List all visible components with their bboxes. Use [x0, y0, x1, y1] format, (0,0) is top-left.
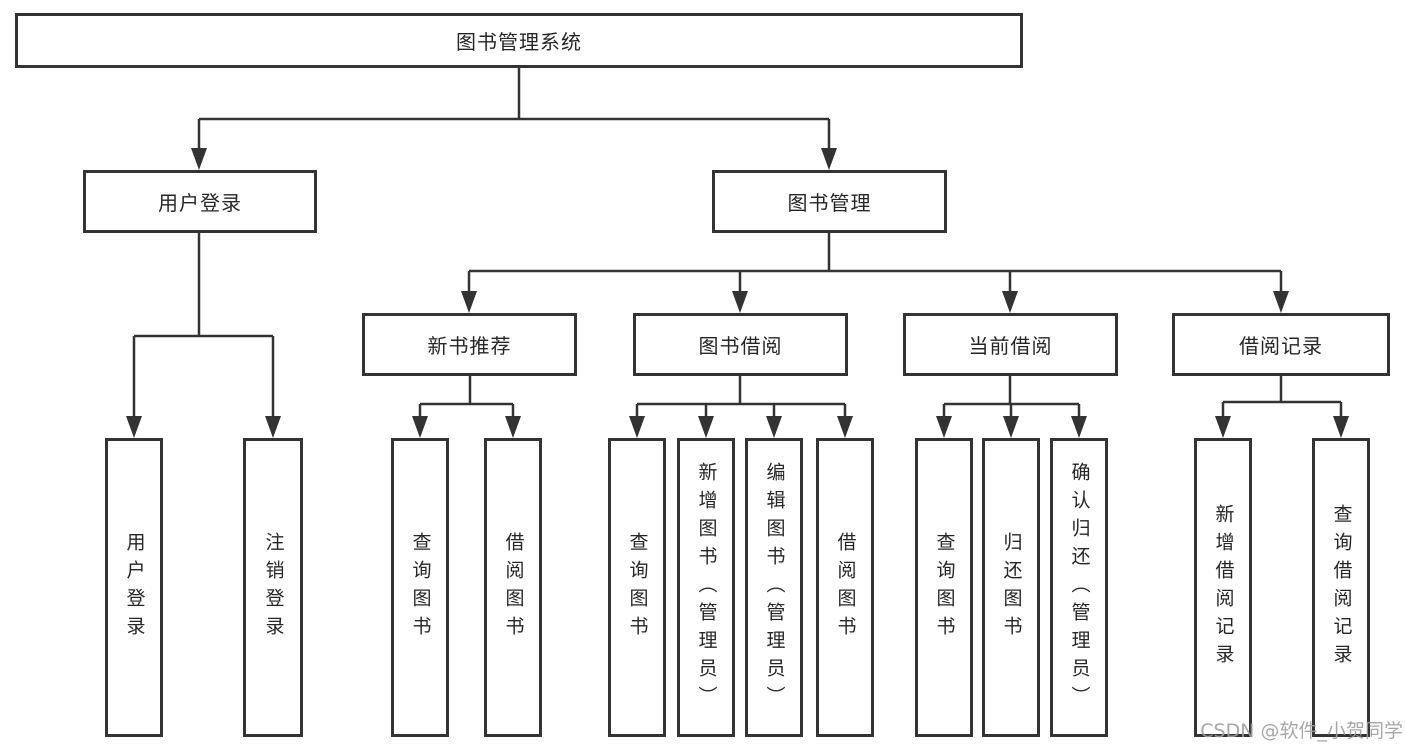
arrowhead-icon [191, 148, 207, 170]
node-book-management: 图书管理 [712, 170, 947, 233]
connector-book-management [467, 233, 1283, 293]
leaf-borrow-books: 借阅图书 [484, 438, 542, 737]
leaf-return-books: 归还图书 [982, 438, 1040, 737]
connector-borrowing-records [1221, 376, 1343, 418]
arrowhead-icon [837, 416, 853, 438]
node-current-borrowing: 当前借阅 [903, 313, 1118, 376]
node-new-book-recommendation: 新书推荐 [362, 313, 577, 376]
arrowhead-icon [1215, 416, 1231, 438]
connector-root [197, 68, 831, 150]
leaf-user-login: 用户登录 [105, 438, 163, 737]
connector-book-borrowing [635, 376, 847, 418]
arrowhead-icon [936, 416, 952, 438]
arrowhead-icon [265, 416, 281, 438]
leaf-add-borrow-record: 新增借阅记录 [1194, 438, 1252, 737]
node-book-borrowing: 图书借阅 [633, 313, 848, 376]
arrowhead-icon [766, 416, 782, 438]
node-library-management-system: 图书管理系统 [15, 13, 1023, 68]
connector-new-book-recommendation [418, 376, 515, 418]
leaf-search-books-3: 查询图书 [915, 438, 973, 737]
arrowhead-icon [1002, 291, 1018, 313]
arrowhead-icon [821, 148, 837, 170]
arrowhead-icon [1333, 416, 1349, 438]
arrowhead-icon [629, 416, 645, 438]
arrowhead-icon [505, 416, 521, 438]
arrowhead-icon [1003, 416, 1019, 438]
arrowhead-icon [732, 291, 748, 313]
leaf-confirm-return-admin: 确认归还（管理员） [1050, 438, 1108, 737]
leaf-search-borrow-record: 查询借阅记录 [1312, 438, 1370, 737]
connector-current-borrowing [942, 376, 1081, 418]
leaf-logout: 注销登录 [243, 438, 303, 737]
arrowhead-icon [126, 416, 142, 438]
connector-user-login [132, 233, 275, 418]
leaf-borrow-books-2: 借阅图书 [816, 438, 874, 737]
arrowhead-icon [461, 291, 477, 313]
node-borrowing-records: 借阅记录 [1172, 313, 1390, 376]
arrowhead-icon [412, 416, 428, 438]
leaf-search-books-2: 查询图书 [608, 438, 666, 737]
leaf-edit-books-admin: 编辑图书（管理员） [745, 438, 803, 737]
node-user-login: 用户登录 [83, 170, 317, 233]
watermark: CSDN @软件_小贺同学 [1200, 720, 1403, 742]
leaf-add-books-admin: 新增图书（管理员） [677, 438, 735, 737]
arrowhead-icon [1071, 416, 1087, 438]
arrowhead-icon [698, 416, 714, 438]
leaf-search-books: 查询图书 [391, 438, 449, 737]
arrowhead-icon [1273, 291, 1289, 313]
